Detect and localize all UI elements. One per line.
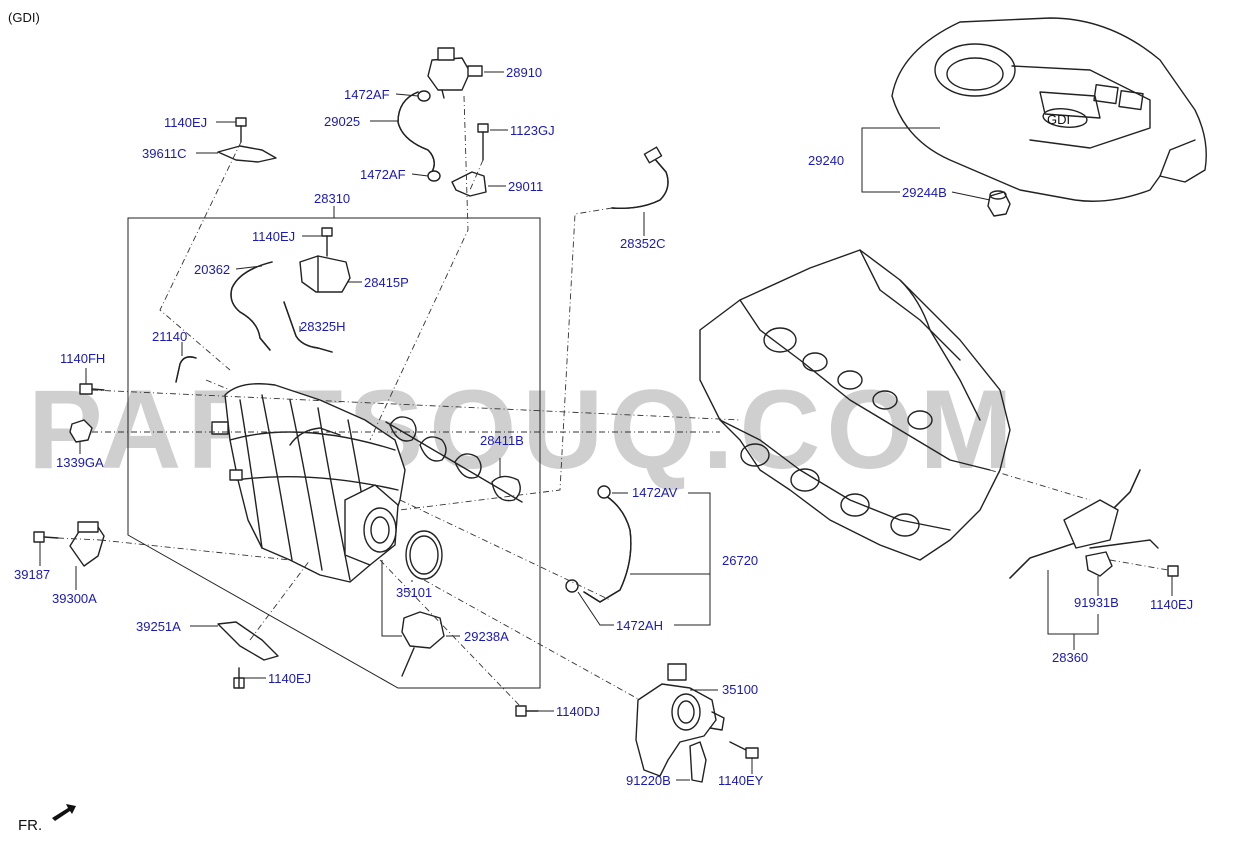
label-29238A[interactable]: 29238A	[464, 629, 509, 644]
bracket-39611C[interactable]	[217, 145, 277, 163]
clip-91931B[interactable]	[1085, 551, 1113, 577]
label-1472AF-a[interactable]: 1472AF	[344, 87, 390, 102]
hose-20362[interactable]	[230, 261, 273, 351]
label-28910[interactable]: 28910	[506, 65, 542, 80]
gasket-28411B[interactable]	[385, 416, 523, 503]
hose-28325H[interactable]	[283, 301, 333, 353]
leader-35101-line	[381, 560, 402, 637]
bolt-1140EJ-right[interactable]	[1167, 565, 1179, 577]
sensor-39300A[interactable]	[69, 521, 105, 567]
label-28352C[interactable]: 28352C	[620, 236, 666, 251]
clamp-1472AF-bottom[interactable]	[427, 170, 441, 182]
bolt-1140EY[interactable]	[729, 741, 759, 759]
clamp-1472AF-top[interactable]	[417, 90, 431, 102]
label-28325H[interactable]: 28325H	[300, 319, 346, 334]
bracket-39251A[interactable]	[217, 621, 279, 661]
bolt-1123GJ[interactable]	[477, 123, 489, 161]
label-1140EJ-d[interactable]: 1140EJ	[1150, 597, 1193, 612]
label-39300A[interactable]: 39300A	[52, 591, 97, 606]
label-21140[interactable]: 21140	[152, 329, 187, 344]
actuator-29238A[interactable]	[401, 611, 445, 677]
hose-26720[interactable]	[583, 495, 632, 603]
label-39251A[interactable]: 39251A	[136, 619, 181, 634]
leader-29240	[861, 127, 940, 193]
cap-29244B[interactable]	[987, 190, 1011, 217]
bolt-1140DJ[interactable]	[515, 705, 539, 717]
engine-cover-29240[interactable]: GDI	[891, 17, 1207, 202]
label-1472AV[interactable]: 1472AV	[632, 485, 678, 500]
pipe-28360[interactable]	[1009, 469, 1159, 579]
gasket-35101[interactable]	[405, 530, 443, 580]
label-35100[interactable]: 35100	[722, 682, 758, 697]
label-20362[interactable]: 20362	[194, 262, 230, 277]
hose-28352C[interactable]	[611, 146, 669, 210]
label-39611C[interactable]: 39611C	[142, 146, 187, 161]
label-1472AH[interactable]: 1472AH	[616, 618, 663, 633]
assembly-box-28310	[127, 217, 541, 689]
leader-1472AF-a	[395, 93, 419, 97]
bolt-1140EJ-top[interactable]	[235, 117, 247, 143]
watermark: PARTSOUQ.COM	[28, 367, 1019, 492]
bracket-29011[interactable]	[451, 171, 487, 197]
label-29240[interactable]: 29240	[808, 153, 844, 168]
label-1140DJ[interactable]: 1140DJ	[556, 704, 600, 719]
label-1140EJ-a[interactable]: 1140EJ	[164, 115, 207, 130]
label-35101[interactable]: 35101	[396, 585, 432, 600]
label-91931B[interactable]: 91931B	[1074, 595, 1119, 610]
leader-28360	[1047, 570, 1099, 635]
clamp-1472AH[interactable]	[565, 579, 579, 593]
front-direction-label: FR.	[18, 817, 42, 834]
bolt-1140EJ-bottom[interactable]	[233, 667, 245, 689]
throttle-body-35100[interactable]	[635, 663, 725, 777]
leader-20362	[235, 265, 263, 270]
valve-28415P[interactable]	[299, 255, 351, 293]
label-28360[interactable]: 28360	[1052, 650, 1088, 665]
hose-29025[interactable]	[397, 91, 435, 173]
valve-28910[interactable]	[427, 47, 483, 99]
nut-1339GA[interactable]	[69, 419, 93, 443]
bolt-39187[interactable]	[33, 531, 59, 543]
label-1140FH[interactable]: 1140FH	[60, 351, 105, 366]
label-29025[interactable]: 29025	[324, 114, 360, 129]
label-1472AF-b[interactable]: 1472AF	[360, 167, 406, 182]
label-28310[interactable]: 28310	[314, 191, 350, 206]
bolt-1140EJ-mid[interactable]	[321, 227, 333, 257]
label-91220B[interactable]: 91220B	[626, 773, 671, 788]
label-1339GA[interactable]: 1339GA	[56, 455, 104, 470]
label-1140EY[interactable]: 1140EY	[718, 773, 764, 788]
label-28411B[interactable]: 28411B	[480, 433, 524, 448]
bracket-91220B[interactable]	[689, 741, 707, 783]
leader-1472AH	[577, 591, 614, 626]
label-1123GJ[interactable]: 1123GJ	[510, 123, 555, 138]
leader-1472AF-b	[411, 173, 429, 177]
label-29244B[interactable]: 29244B	[902, 185, 947, 200]
reference-lines	[57, 95, 1169, 707]
leader-26720	[630, 492, 711, 626]
leader-29244B	[951, 191, 991, 201]
clamp-1472AV[interactable]	[597, 485, 611, 499]
label-28415P[interactable]: 28415P	[364, 275, 409, 290]
label-29011[interactable]: 29011	[508, 179, 543, 194]
label-1140EJ-b[interactable]: 1140EJ	[252, 229, 295, 244]
label-1140EJ-c[interactable]: 1140EJ	[268, 671, 311, 686]
label-26720[interactable]: 26720	[722, 553, 758, 568]
cylinder-head	[699, 249, 1011, 561]
intake-manifold[interactable]	[211, 383, 406, 583]
fitting-21140[interactable]	[175, 356, 197, 383]
cover-logo-text: GDI	[1047, 112, 1070, 127]
label-39187[interactable]: 39187	[14, 567, 50, 582]
variant-label: (GDI)	[8, 10, 40, 25]
front-arrow-icon	[52, 804, 76, 821]
